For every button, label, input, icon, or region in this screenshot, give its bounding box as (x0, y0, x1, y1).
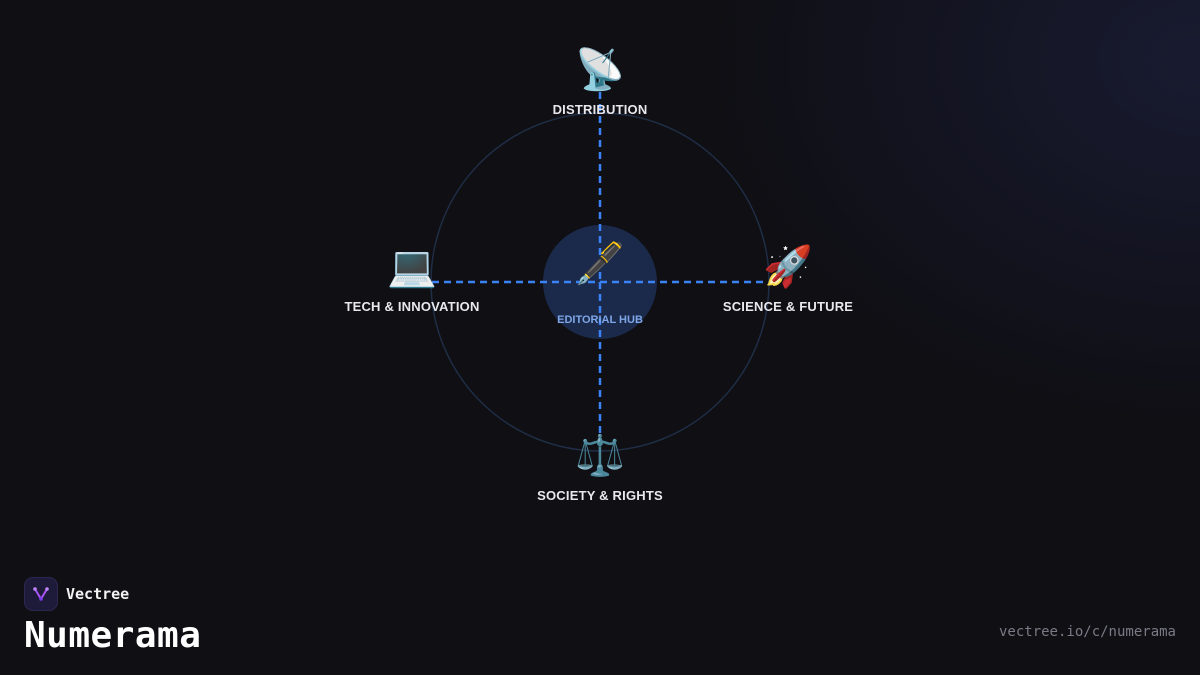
brand-row: Vectree (24, 577, 201, 611)
vectree-logo-icon[interactable] (24, 577, 58, 611)
node-label-tech-innovation: TECH & INNOVATION (344, 299, 480, 314)
node-distribution: 📡 DISTRIBUTION (553, 46, 648, 117)
node-label-distribution: DISTRIBUTION (552, 102, 648, 117)
rocket-icon: 🚀 (763, 244, 813, 290)
node-science-future: 🚀 SCIENCE & FUTURE (723, 243, 853, 314)
node-label-society-rights: SOCIETY & RIGHTS (537, 488, 663, 503)
publisher-title: Numerama (24, 615, 202, 656)
vectree-logo-mark (33, 587, 49, 601)
node-tech-innovation: 💻 TECH & INNOVATION (344, 243, 479, 314)
laptop-icon: 💻 (387, 244, 437, 290)
balance-scale-icon: ⚖️ (575, 433, 625, 479)
orbit-ring (430, 112, 770, 452)
brand-block: Vectree Numerama (24, 577, 201, 657)
source-url[interactable]: vectree.io/c/numerama (998, 624, 1176, 640)
node-label-science-future: SCIENCE & FUTURE (722, 299, 854, 314)
node-society-rights: ⚖️ SOCIETY & RIGHTS (537, 432, 663, 503)
satellite-dish-icon: 📡 (575, 47, 625, 93)
brand-name[interactable]: Vectree (66, 585, 130, 603)
editorial-hub-label: EDITORIAL HUB (557, 314, 643, 326)
fountain-pen-icon: 🖋️ (575, 241, 625, 287)
